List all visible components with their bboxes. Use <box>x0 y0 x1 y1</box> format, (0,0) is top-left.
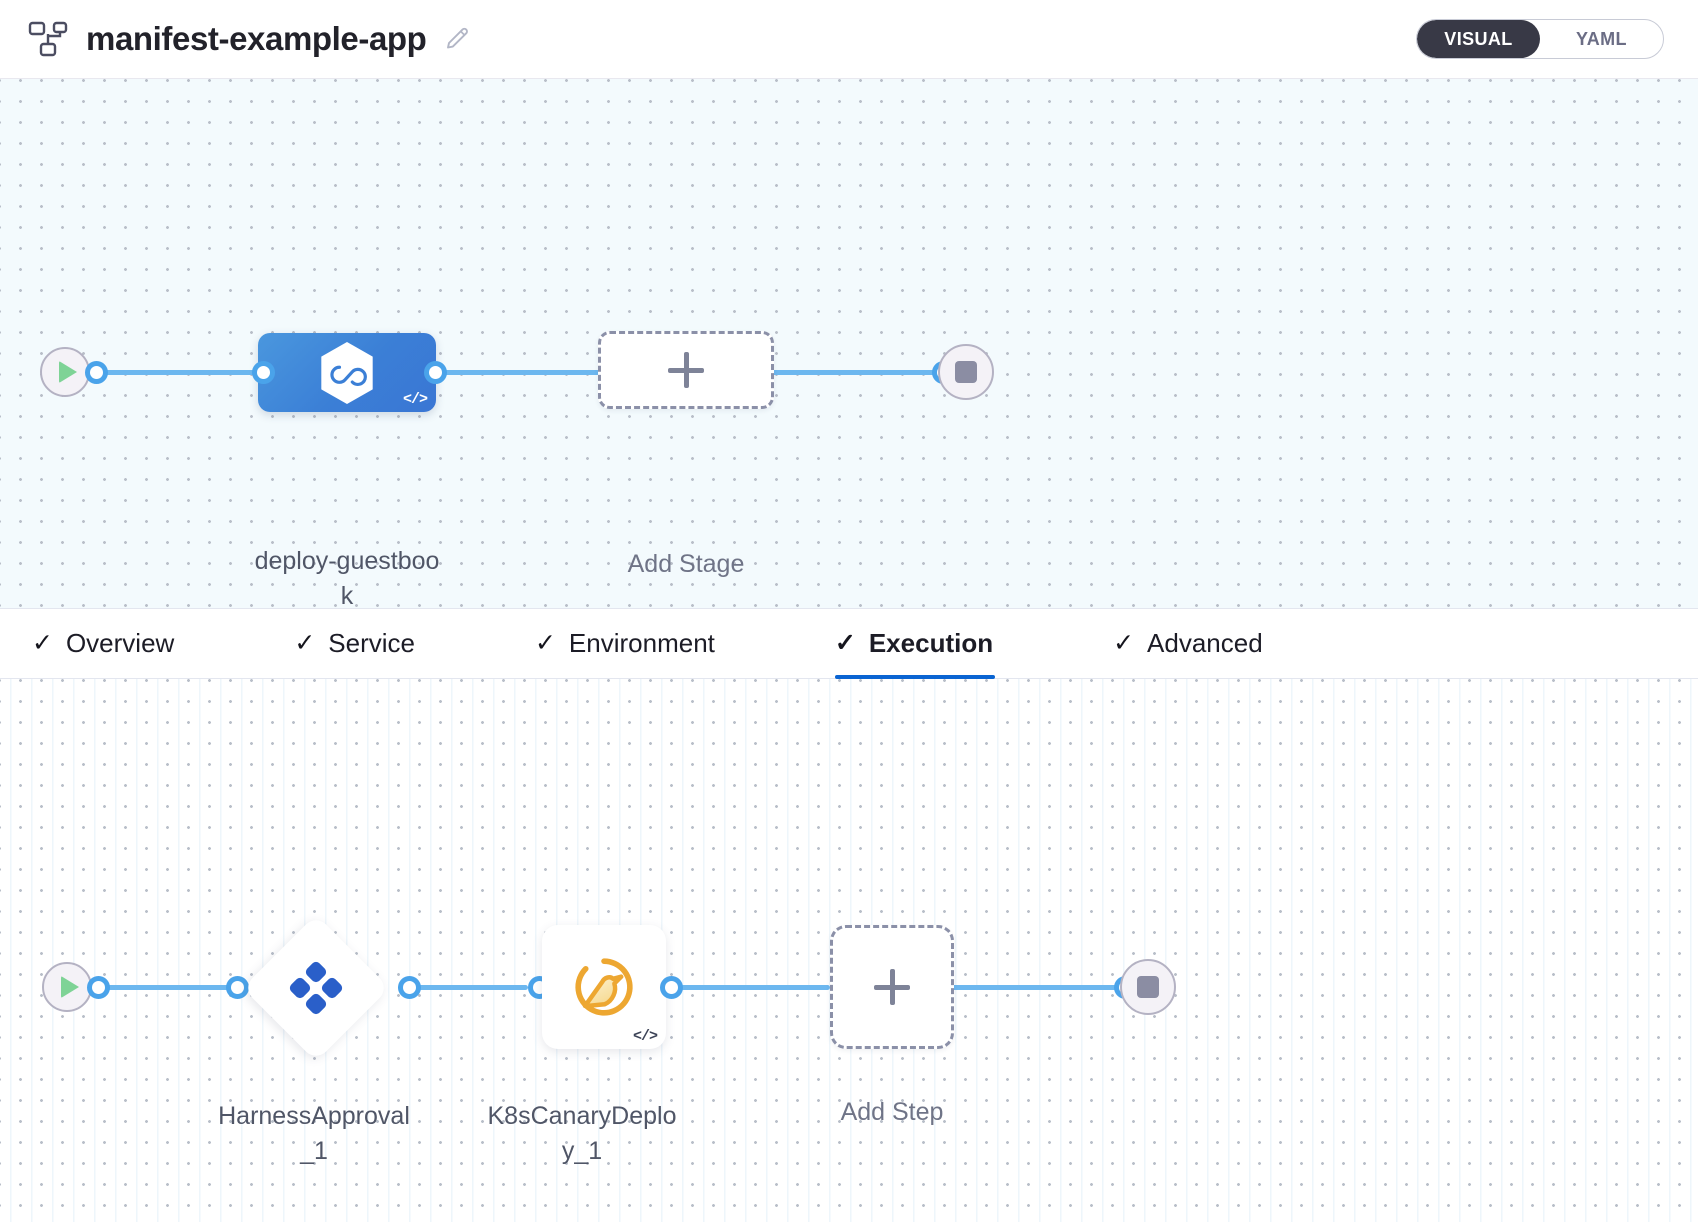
add-stage-label: Add Stage <box>627 550 745 578</box>
edge-add-to-end <box>770 370 940 375</box>
stage-start-node[interactable] <box>40 347 90 397</box>
tab-environment[interactable]: ✓ Environment <box>535 609 749 678</box>
stop-square-icon <box>1137 976 1159 998</box>
edge-start-to-stage <box>70 370 270 375</box>
stage-end-node[interactable] <box>938 344 994 400</box>
stage-code-badge: </> <box>402 391 428 408</box>
tab-label-overview: Overview <box>65 628 175 658</box>
tab-service[interactable]: ✓ Service <box>294 609 449 678</box>
step-icon-wrapper-approval <box>264 936 368 1040</box>
visual-mode-button[interactable]: VISUAL <box>1417 20 1540 58</box>
edge-canary-to-addstep <box>660 985 830 990</box>
check-icon-advanced: ✓ <box>1113 629 1135 657</box>
approval-input-dot[interactable] <box>226 976 249 999</box>
step-node-harness-approval[interactable] <box>242 914 390 1062</box>
harness-approval-diamond-icon <box>289 961 343 1015</box>
execution-start-node[interactable] <box>42 962 92 1012</box>
tab-overview[interactable]: ✓ Overview <box>32 609 208 678</box>
harness-deployment-hexagon-icon <box>321 341 373 404</box>
edge-addstep-to-exec-end <box>950 985 1120 990</box>
yaml-mode-button[interactable]: YAML <box>1540 20 1663 58</box>
stage-config-tabs[interactable]: ✓ Overview ✓ Service ✓ Environment ✓ Exe… <box>0 608 1698 679</box>
add-stage-button[interactable] <box>598 331 774 409</box>
edge-stage-to-add <box>430 370 600 375</box>
plus-icon-vertical <box>683 352 689 388</box>
check-icon-execution: ✓ <box>834 629 856 657</box>
stop-square-icon <box>955 361 977 383</box>
tab-execution[interactable]: ✓ Execution <box>834 609 1027 679</box>
pipeline-tree-icon <box>28 20 70 58</box>
tab-advanced[interactable]: ✓ Advanced <box>1113 609 1297 678</box>
add-step-button[interactable] <box>830 925 954 1049</box>
edge-approval-to-canary <box>398 985 528 990</box>
edge-exec-start-to-approval <box>72 985 232 990</box>
execution-canvas[interactable]: HarnessApproval_1 </> K8sCanaryDeploy_1 <box>0 679 1698 1222</box>
tab-label-service: Service <box>328 628 415 658</box>
canary-bird-icon <box>575 958 633 1016</box>
canary-output-dot[interactable] <box>660 976 683 999</box>
step-label-harness-approval: HarnessApproval_1 <box>218 1102 410 1165</box>
execution-end-node[interactable] <box>1120 959 1176 1015</box>
edit-pencil-icon[interactable] <box>444 26 470 52</box>
add-step-label: Add Step <box>840 1098 944 1126</box>
stage-node-input-dot[interactable] <box>252 361 275 384</box>
stage-node-output-dot[interactable] <box>424 361 447 384</box>
stage-canvas[interactable]: </> deploy-guestbook Add Stage <box>0 79 1698 608</box>
check-icon-service: ✓ <box>294 629 316 657</box>
execution-start-connector-dot[interactable] <box>87 976 110 999</box>
stage-node-deploy-guestbook[interactable]: </> <box>258 333 436 412</box>
page-title: manifest-example-app <box>86 20 427 57</box>
play-icon <box>58 361 77 383</box>
tab-label-execution: Execution <box>868 628 994 658</box>
header-left-group: manifest-example-app <box>0 20 470 58</box>
step-label-k8s-canary-deploy: K8sCanaryDeploy_1 <box>487 1102 677 1165</box>
stage-node-label: deploy-guestbook <box>254 547 440 608</box>
step-node-k8s-canary-deploy[interactable]: </> <box>542 925 666 1049</box>
header-bar: manifest-example-app VISUAL YAML <box>0 0 1698 79</box>
stage-start-connector-dot[interactable] <box>85 361 108 384</box>
plus-icon-vertical <box>889 969 895 1005</box>
check-icon-overview: ✓ <box>32 629 53 657</box>
tab-label-environment: Environment <box>568 628 715 658</box>
approval-output-dot[interactable] <box>398 976 421 999</box>
view-mode-toggle[interactable]: VISUAL YAML <box>1416 19 1664 59</box>
tab-label-advanced: Advanced <box>1147 628 1263 658</box>
canary-code-badge: </> <box>632 1028 658 1045</box>
check-icon-environment: ✓ <box>534 629 556 657</box>
play-icon <box>60 976 79 998</box>
